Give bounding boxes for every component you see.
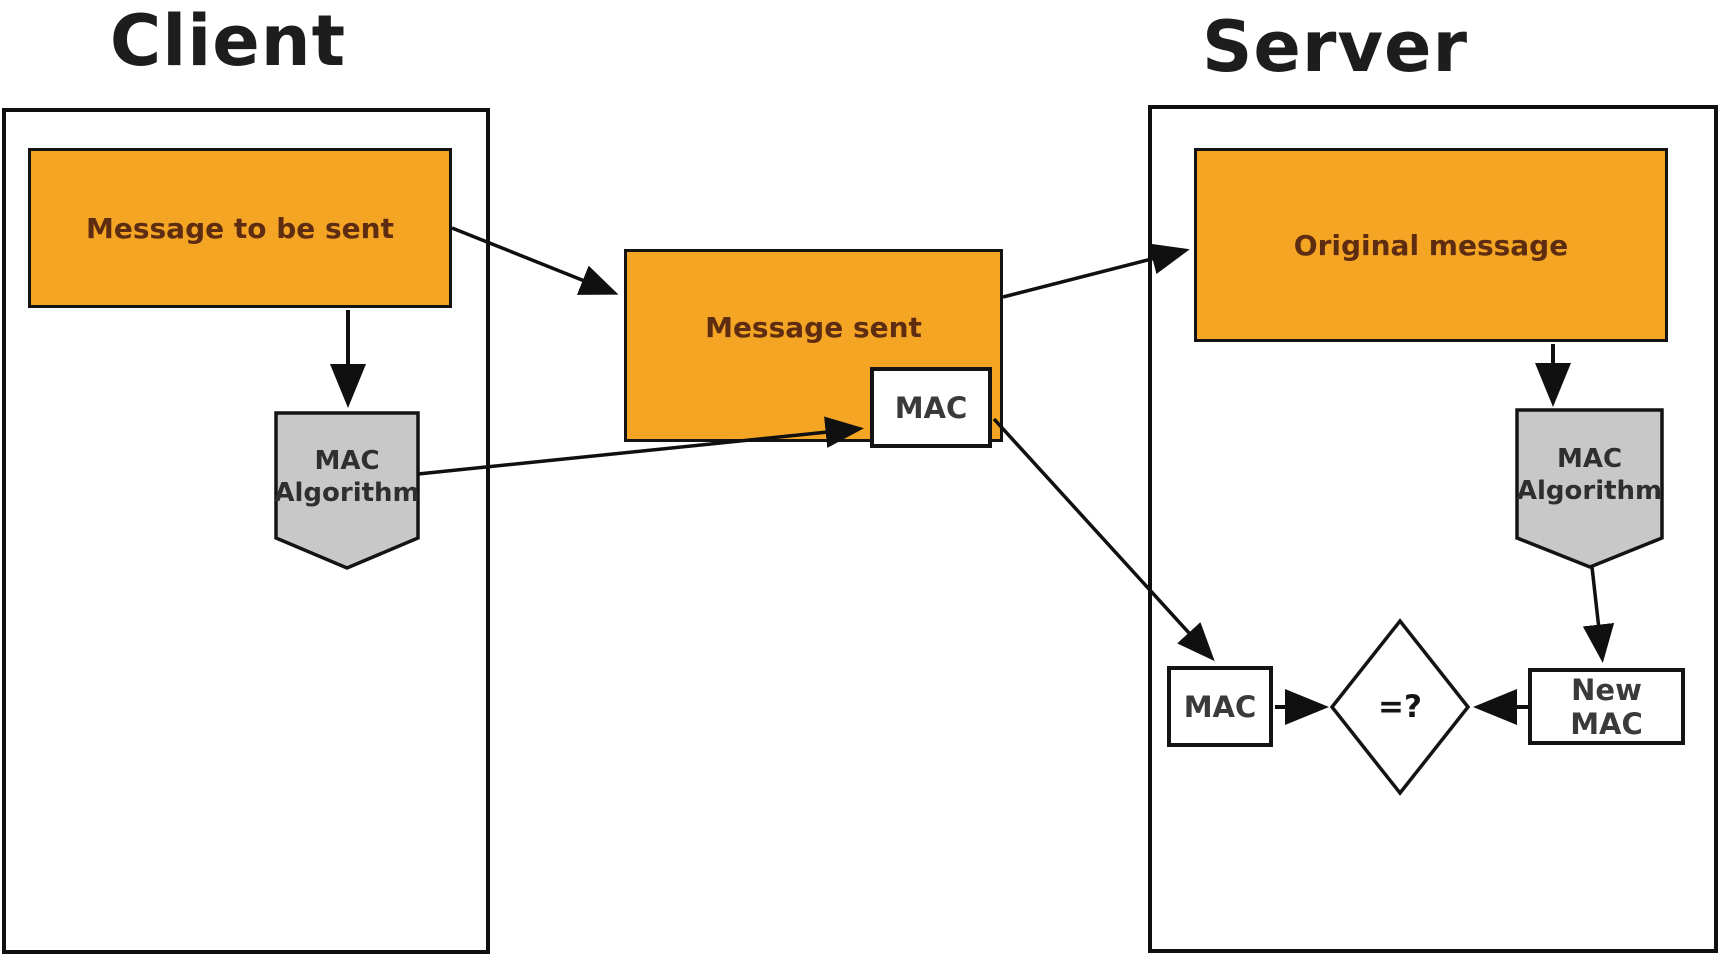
client-lane-title: Client [109, 0, 347, 82]
client-mac-algorithm-label-line2: Algorithm [274, 478, 420, 508]
message-to-be-sent-box: Message to be sent [28, 148, 452, 308]
client-mac-algorithm-label-line1: MAC [314, 445, 380, 476]
server-mac-algorithm-label-line2: Algorithm [1516, 476, 1663, 506]
new-mac-label: New MAC [1570, 672, 1643, 741]
received-mac-label: MAC [1183, 689, 1257, 724]
original-message-box: Original message [1194, 148, 1668, 342]
mac-attached-label: MAC [894, 390, 968, 425]
original-message-label: Original message [1293, 228, 1569, 262]
server-mac-algorithm-label: MAC Algorithm [1517, 420, 1662, 530]
comparison-label: =? [1378, 689, 1422, 725]
new-mac-box: New MAC [1528, 668, 1685, 745]
client-lane-container [2, 108, 490, 954]
client-mac-algorithm-label: MAC Algorithm [274, 422, 420, 532]
server-lane-title: Server [1201, 6, 1469, 88]
mac-attached-box: MAC [870, 367, 992, 448]
message-sent-label: Message sent [705, 311, 922, 344]
server-mac-algorithm-label-line1: MAC [1556, 443, 1623, 474]
message-to-be-sent-label: Message to be sent [86, 211, 394, 245]
received-mac-box: MAC [1167, 666, 1273, 747]
